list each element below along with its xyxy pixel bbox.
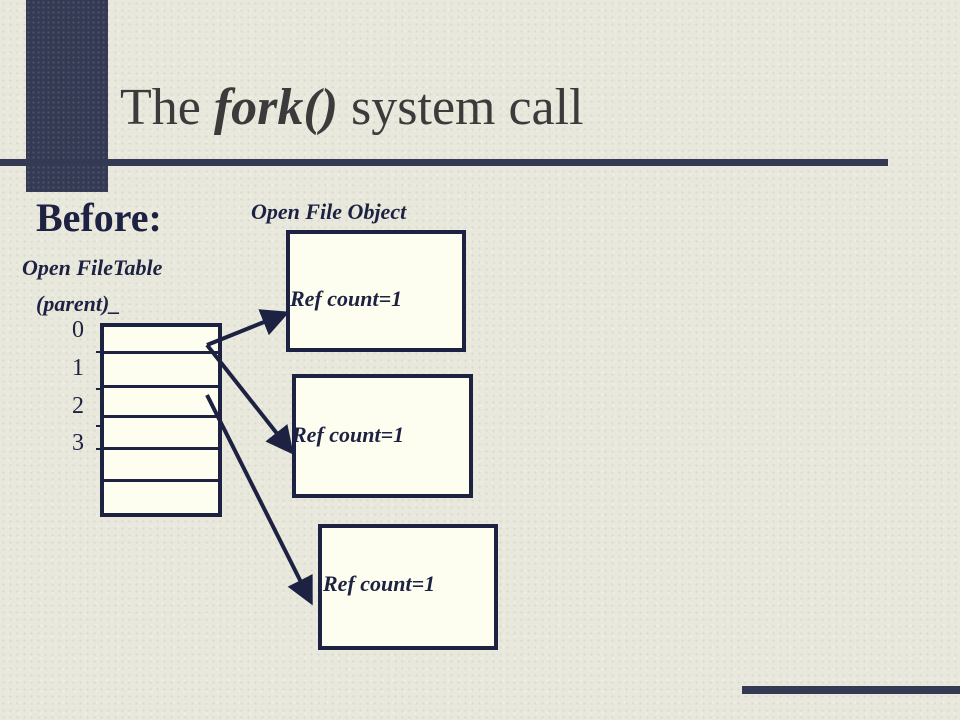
fd-table-row-divider	[104, 479, 218, 482]
fd-index-2: 2	[72, 393, 84, 419]
before-label: Before:	[36, 195, 162, 240]
open-file-object-box-3	[318, 524, 498, 650]
bottom-rule	[742, 686, 960, 694]
fd-index-1: 1	[72, 355, 84, 381]
open-file-table-label: Open FileTable	[22, 255, 163, 280]
fd-index-3: 3	[72, 430, 84, 456]
open-file-object-heading: Open File Object	[251, 199, 407, 224]
ref-count-label-1: Ref count=1	[290, 286, 403, 311]
arrow-fd-to-object-1	[206, 309, 290, 347]
fd-table-row-divider	[104, 415, 218, 418]
fd-index-0: 0	[72, 317, 84, 343]
ref-count-label-3: Ref count=1	[323, 571, 436, 596]
fd-table-row-divider	[104, 385, 218, 388]
title-suffix: system call	[338, 79, 584, 136]
slide-title: The fork() system call	[120, 82, 584, 134]
fd-table-row-divider	[104, 351, 218, 354]
title-prefix: The	[120, 79, 214, 136]
ref-count-label-2: Ref count=1	[292, 422, 405, 447]
arrow-fd-to-object-2	[205, 343, 294, 455]
open-file-object-box-1	[286, 230, 466, 352]
open-file-table	[100, 323, 222, 517]
arrow-fd-to-object-3	[205, 394, 313, 606]
fd-table-row-divider	[104, 447, 218, 450]
title-emphasis: fork()	[213, 79, 339, 136]
open-file-table-sublabel: (parent)_	[36, 291, 121, 316]
open-file-object-box-2	[292, 374, 473, 498]
title-rule	[0, 159, 888, 166]
